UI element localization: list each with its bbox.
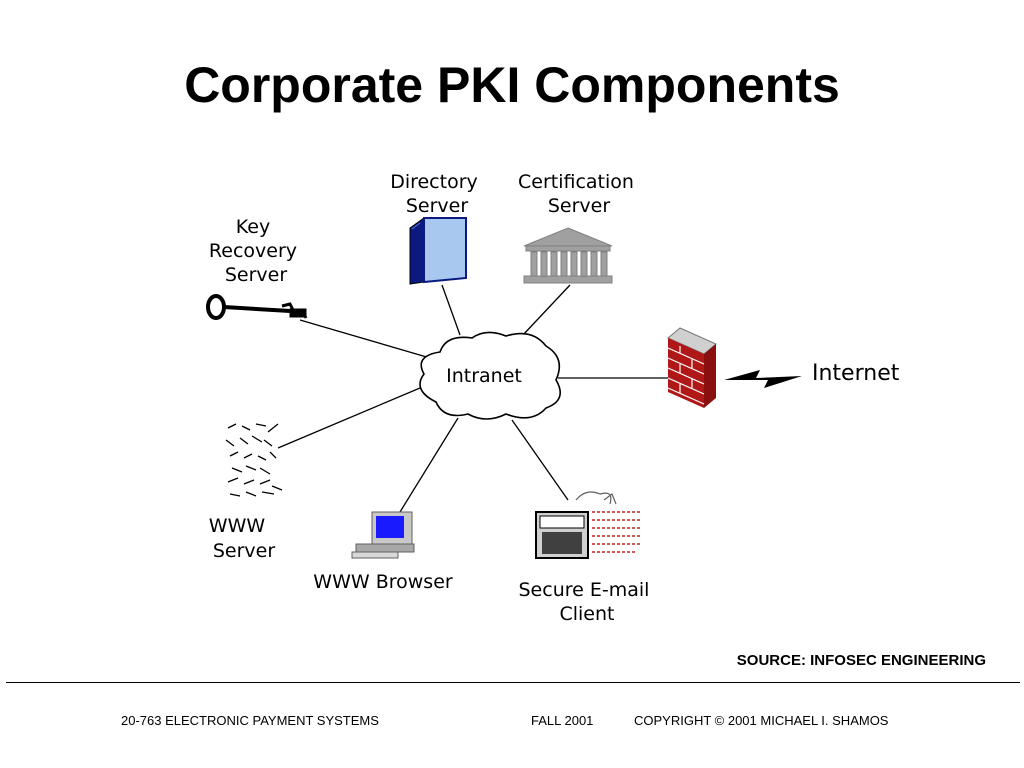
email-client-icon: [535, 491, 642, 559]
lightning-icon: [724, 370, 802, 388]
www-browser-label: WWW Browser: [313, 571, 453, 593]
computer-icon: [351, 511, 415, 559]
footer-course: 20-763 ELECTRONIC PAYMENT SYSTEMS: [121, 713, 379, 728]
line-www-server: [277, 387, 421, 449]
slide-title: Corporate PKI Components: [184, 57, 840, 113]
server-icon: [225, 423, 283, 497]
footer-divider: [6, 682, 1020, 683]
line-key: [299, 319, 431, 359]
footer-copyright: COPYRIGHT © 2001 MICHAEL I. SHAMOS: [634, 713, 889, 728]
intranet-label: Intranet: [446, 365, 522, 387]
firewall-icon: [667, 327, 717, 408]
line-certification: [521, 284, 571, 337]
directory-server-label: Directory Server: [390, 171, 484, 217]
key-recovery-server-label: Key Recovery Server: [209, 216, 303, 286]
line-directory: [441, 284, 461, 336]
certification-server-label: Certification Server: [518, 171, 640, 217]
key-icon: [206, 294, 308, 320]
book-icon: [409, 217, 467, 285]
source-credit: SOURCE: INFOSEC ENGINEERING: [736, 652, 986, 669]
line-email: [511, 419, 569, 501]
internet-label: Internet: [812, 361, 900, 386]
bank-building-icon: [523, 227, 613, 284]
connection-lines: [277, 284, 668, 513]
www-server-label: WWW Server: [209, 515, 276, 562]
line-browser: [399, 417, 459, 513]
secure-email-client-label: Secure E-mail Client: [519, 579, 656, 625]
cloud-icon: [419, 331, 562, 420]
footer-term: FALL 2001: [531, 713, 594, 728]
